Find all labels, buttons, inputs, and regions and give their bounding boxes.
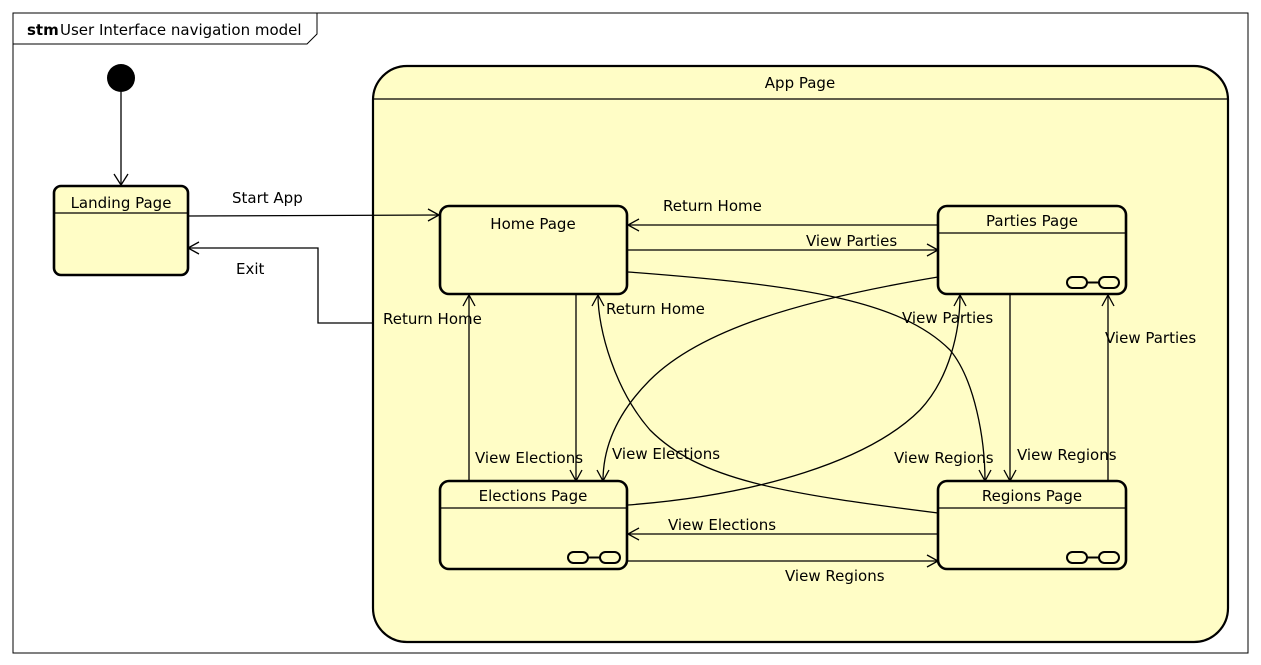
app-page-title: App Page bbox=[765, 74, 835, 92]
label-regions-return-home: Return Home bbox=[606, 300, 705, 318]
label-parties-view-elections: View Elections bbox=[612, 445, 720, 463]
label-parties-view-regions: View Regions bbox=[1017, 446, 1117, 464]
regions-page-label: Regions Page bbox=[982, 487, 1082, 505]
edge-home-view-regions bbox=[627, 271, 986, 482]
label-app-return-home: Return Home bbox=[383, 310, 482, 328]
label-elections-view-regions: View Regions bbox=[785, 567, 885, 585]
landing-page-state[interactable]: Landing Page bbox=[52, 184, 190, 277]
edge-regions-return-home bbox=[597, 294, 939, 514]
regions-page-state[interactable]: Regions Page bbox=[936, 479, 1128, 571]
frame-title: User Interface navigation model bbox=[60, 21, 302, 39]
elections-page-state[interactable]: Elections Page bbox=[438, 479, 629, 571]
parties-page-label: Parties Page bbox=[986, 212, 1078, 230]
label-elections-view-parties: View Parties bbox=[902, 309, 993, 327]
submachine-icon bbox=[1066, 276, 1120, 289]
label-home-view-regions: View Regions bbox=[894, 449, 994, 467]
label-regions-view-parties: View Parties bbox=[1105, 329, 1196, 347]
elections-page-label: Elections Page bbox=[479, 487, 588, 505]
landing-page-label: Landing Page bbox=[71, 194, 172, 212]
label-regions-view-elections: View Elections bbox=[668, 516, 776, 534]
submachine-icon bbox=[567, 551, 621, 564]
frame-keyword: stm bbox=[27, 21, 59, 39]
parties-page-state[interactable]: Parties Page bbox=[936, 204, 1128, 296]
edge-elections-view-parties bbox=[627, 294, 961, 506]
initial-state bbox=[107, 64, 135, 92]
home-page-state[interactable]: Home Page bbox=[438, 204, 629, 296]
label-elections-return-home: View Elections bbox=[475, 449, 583, 467]
label-parties-return-home: Return Home bbox=[663, 197, 762, 215]
label-home-view-parties: View Parties bbox=[806, 232, 897, 250]
label-start-app: Start App bbox=[232, 189, 303, 207]
frame-tab bbox=[13, 13, 318, 45]
submachine-icon bbox=[1066, 551, 1120, 564]
edge-start-app bbox=[187, 214, 440, 217]
edge-exit bbox=[188, 247, 373, 324]
edge-parties-view-elections bbox=[602, 276, 939, 482]
label-exit: Exit bbox=[236, 260, 265, 278]
home-page-label: Home Page bbox=[490, 215, 575, 233]
